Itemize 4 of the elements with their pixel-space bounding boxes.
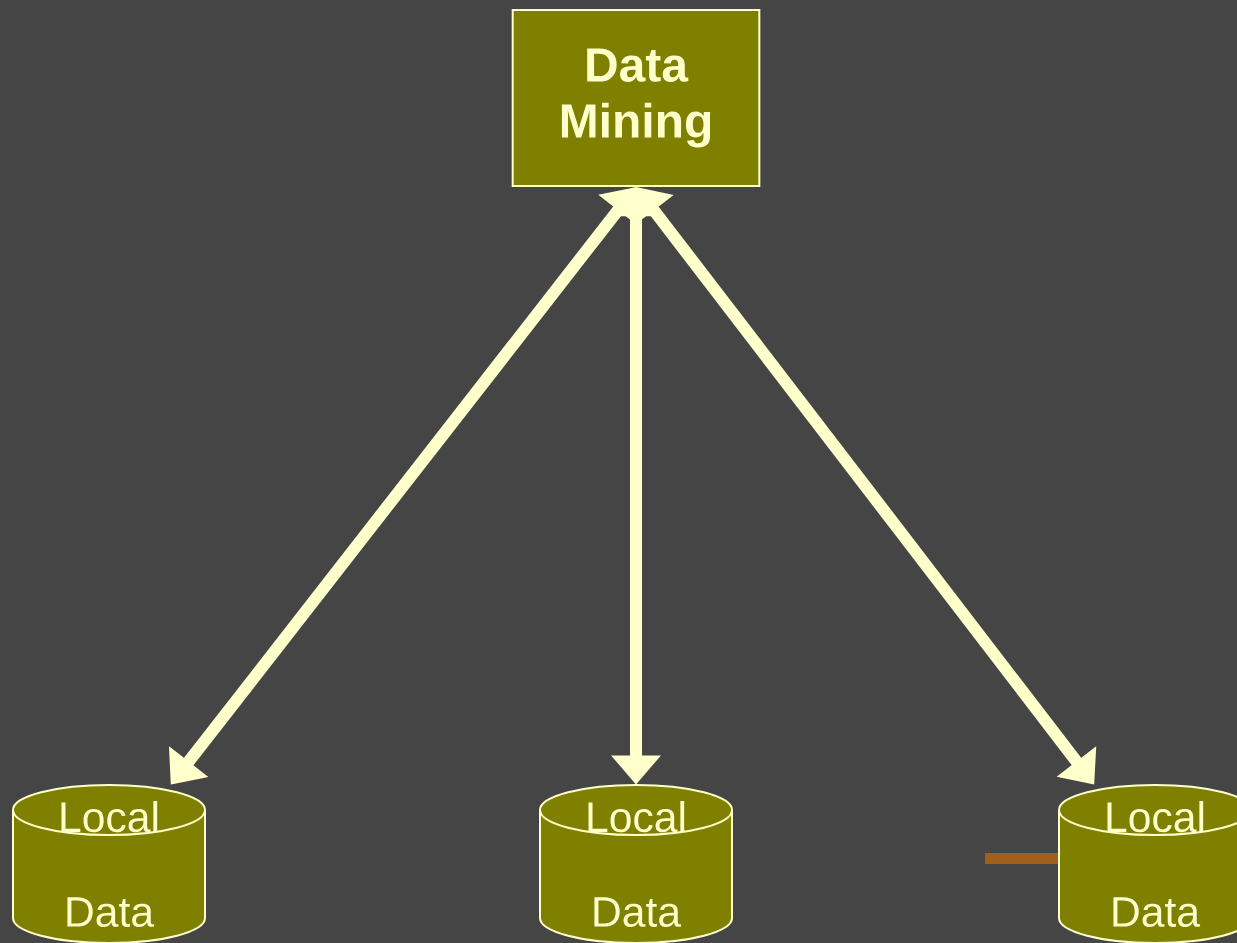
database-cylinder: Local Data (1058, 784, 1237, 943)
database-cylinder: Local Data (539, 784, 733, 943)
database-cylinder: Local Data (12, 784, 206, 943)
process-box: Data Mining (511, 9, 761, 187)
